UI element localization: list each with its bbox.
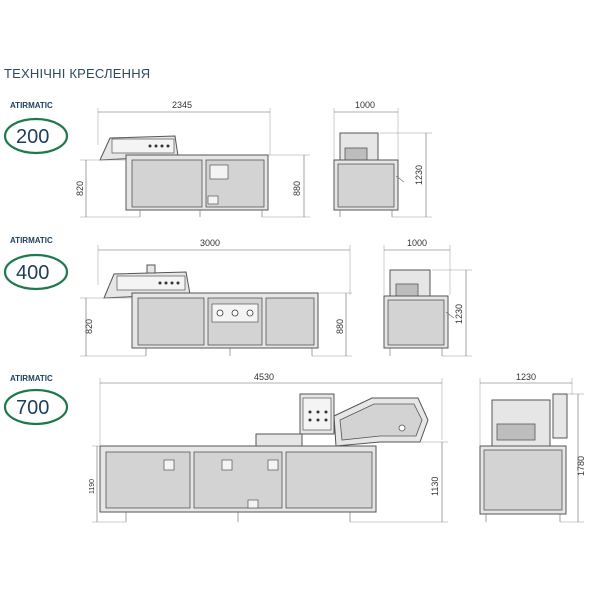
model-200-side-view: 1000 1230: [333, 100, 432, 218]
model-200-width-label: 1000: [355, 100, 375, 110]
model-700-height-left-label: 1190: [89, 479, 96, 494]
model-700-front-view: 4530 1190: [89, 372, 448, 523]
model-700-section: ATIRMATIC 700 4530: [3, 372, 586, 523]
model-200-height-right-label: 880: [292, 181, 302, 196]
model-400-length-label: 3000: [200, 238, 220, 248]
model-200-number: 200: [16, 126, 49, 148]
model-700-badge: ATIRMATIC 700: [3, 374, 69, 426]
model-700-width-label: 1230: [516, 372, 536, 382]
model-700-side-panel: [552, 393, 568, 439]
model-700-brand: ATIRMATIC: [10, 374, 53, 383]
model-700-switch-2: [221, 459, 233, 471]
model-200-height-left-label: 820: [75, 181, 85, 196]
model-700-length-label: 4530: [254, 372, 274, 382]
model-200-brand: ATIRMATIC: [10, 101, 53, 110]
model-200-front-view: 2345 820 880: [75, 100, 310, 218]
model-200-ring: [3, 117, 69, 155]
model-400-height-right-label: 880: [335, 319, 345, 334]
model-700-ring: [3, 388, 69, 426]
model-400-ring: [3, 253, 69, 291]
page-title: ТЕХНІЧНІ КРЕСЛЕННЯ: [4, 66, 151, 81]
model-400-badge: ATIRMATIC 400: [3, 236, 69, 291]
model-400-brand: ATIRMATIC: [10, 236, 53, 245]
model-400-height-left-label: 820: [84, 319, 94, 334]
model-700-side-height-label: 1780: [576, 456, 586, 476]
model-200-badge: ATIRMATIC 200: [3, 101, 69, 155]
model-700-number: 700: [16, 397, 49, 419]
model-400-section: ATIRMATIC 400 3000: [3, 236, 472, 357]
model-200-control-box: [111, 138, 175, 154]
model-200-switch: [209, 164, 229, 180]
model-400-control-box: [116, 275, 186, 291]
model-200-length-label: 2345: [172, 100, 192, 110]
model-700-height-right-label: 1130: [430, 477, 440, 496]
model-200-side-height-label: 1230: [414, 165, 424, 185]
model-400-side-height-label: 1230: [454, 304, 464, 324]
model-700-switch-3: [267, 459, 279, 471]
model-200-section: ATIRMATIC 200 2345: [3, 100, 432, 218]
model-700-switch-1: [163, 459, 175, 471]
model-400-front-view: 3000 820 880: [80, 238, 352, 357]
model-400-width-label: 1000: [407, 238, 427, 248]
model-400-number: 400: [16, 262, 49, 284]
model-700-side-view: 1230 1780: [479, 372, 586, 523]
model-400-side-view: 1000 1230: [383, 238, 472, 357]
